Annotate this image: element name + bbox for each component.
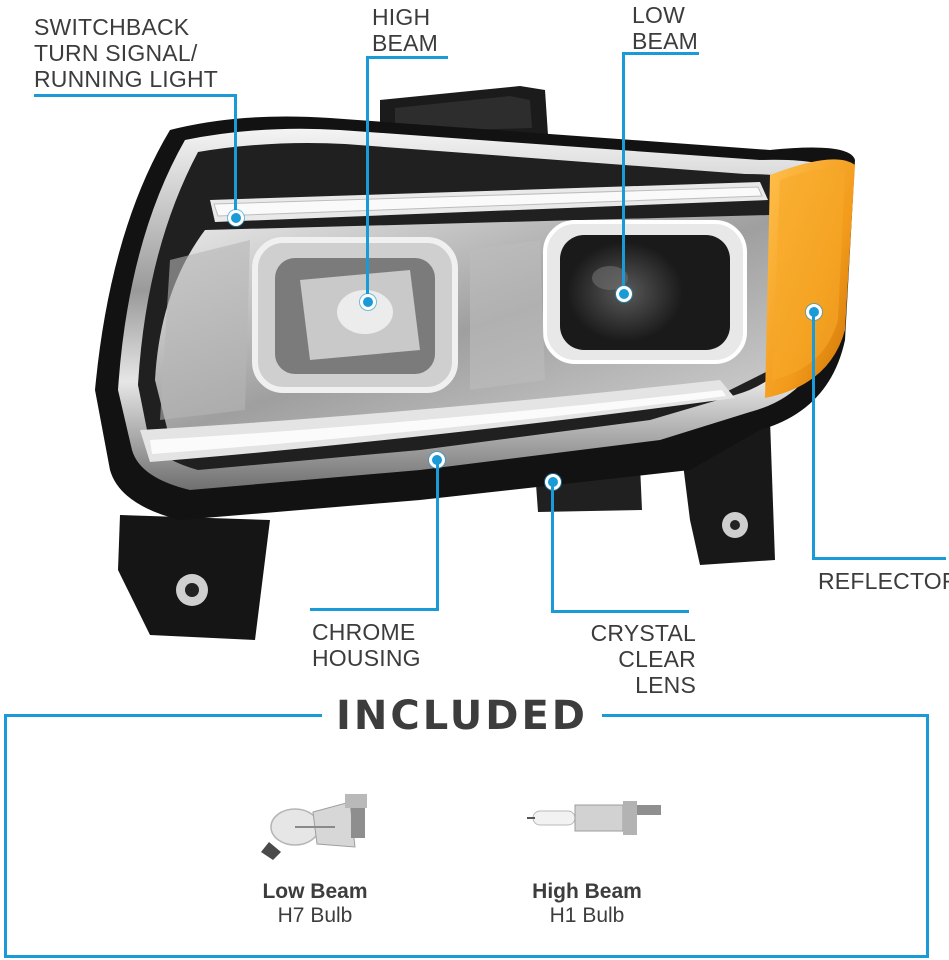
crystal-clear-lens-leader-line	[551, 610, 689, 613]
crystal-clear-lens-leader-line-vertical	[551, 482, 554, 612]
high-beam-bulb-label: High Beam H1 Bulb	[487, 880, 687, 928]
switchback-leader-line	[34, 94, 237, 97]
crystal-clear-lens-callout-label: CRYSTAL CLEAR LENS	[590, 620, 696, 698]
h7-bulb-icon	[261, 794, 367, 860]
low-beam-marker-icon	[616, 286, 632, 302]
high-beam-bulb-type: H1 Bulb	[549, 904, 625, 927]
high-beam-leader-line-vertical	[366, 56, 369, 302]
low-beam-bulb-type: H7 Bulb	[277, 904, 353, 927]
chrome-housing-leader-line-vertical	[436, 460, 439, 610]
switchback-callout-label: SWITCHBACK TURN SIGNAL/ RUNNING LIGHT	[34, 14, 219, 92]
switchback-marker-icon	[228, 210, 244, 226]
reflector-callout-label: REFLECTOR	[818, 568, 949, 594]
headlight-image	[95, 86, 855, 640]
high-beam-leader-line	[368, 56, 448, 59]
low-beam-bulb-name: Low Beam	[262, 880, 368, 903]
low-beam-leader-line	[625, 52, 699, 55]
reflector-leader-line-vertical	[812, 312, 815, 560]
switchback-leader-line-vertical	[234, 94, 237, 218]
low-beam-callout-label: LOW BEAM	[632, 2, 698, 54]
reflector-leader-line	[812, 557, 946, 560]
high-beam-callout-label: HIGH BEAM	[372, 4, 438, 56]
chrome-housing-leader-line	[310, 608, 439, 611]
chrome-housing-callout-label: CHROME HOUSING	[312, 619, 421, 671]
included-section	[4, 714, 929, 958]
high-beam-bulb-name: High Beam	[532, 880, 642, 903]
h1-bulb-icon	[527, 801, 661, 835]
included-title: INCLUDED	[322, 688, 602, 744]
low-beam-leader-line-vertical	[622, 52, 625, 292]
low-beam-bulb-label: Low Beam H7 Bulb	[215, 880, 415, 928]
high-beam-marker-icon	[360, 294, 376, 310]
